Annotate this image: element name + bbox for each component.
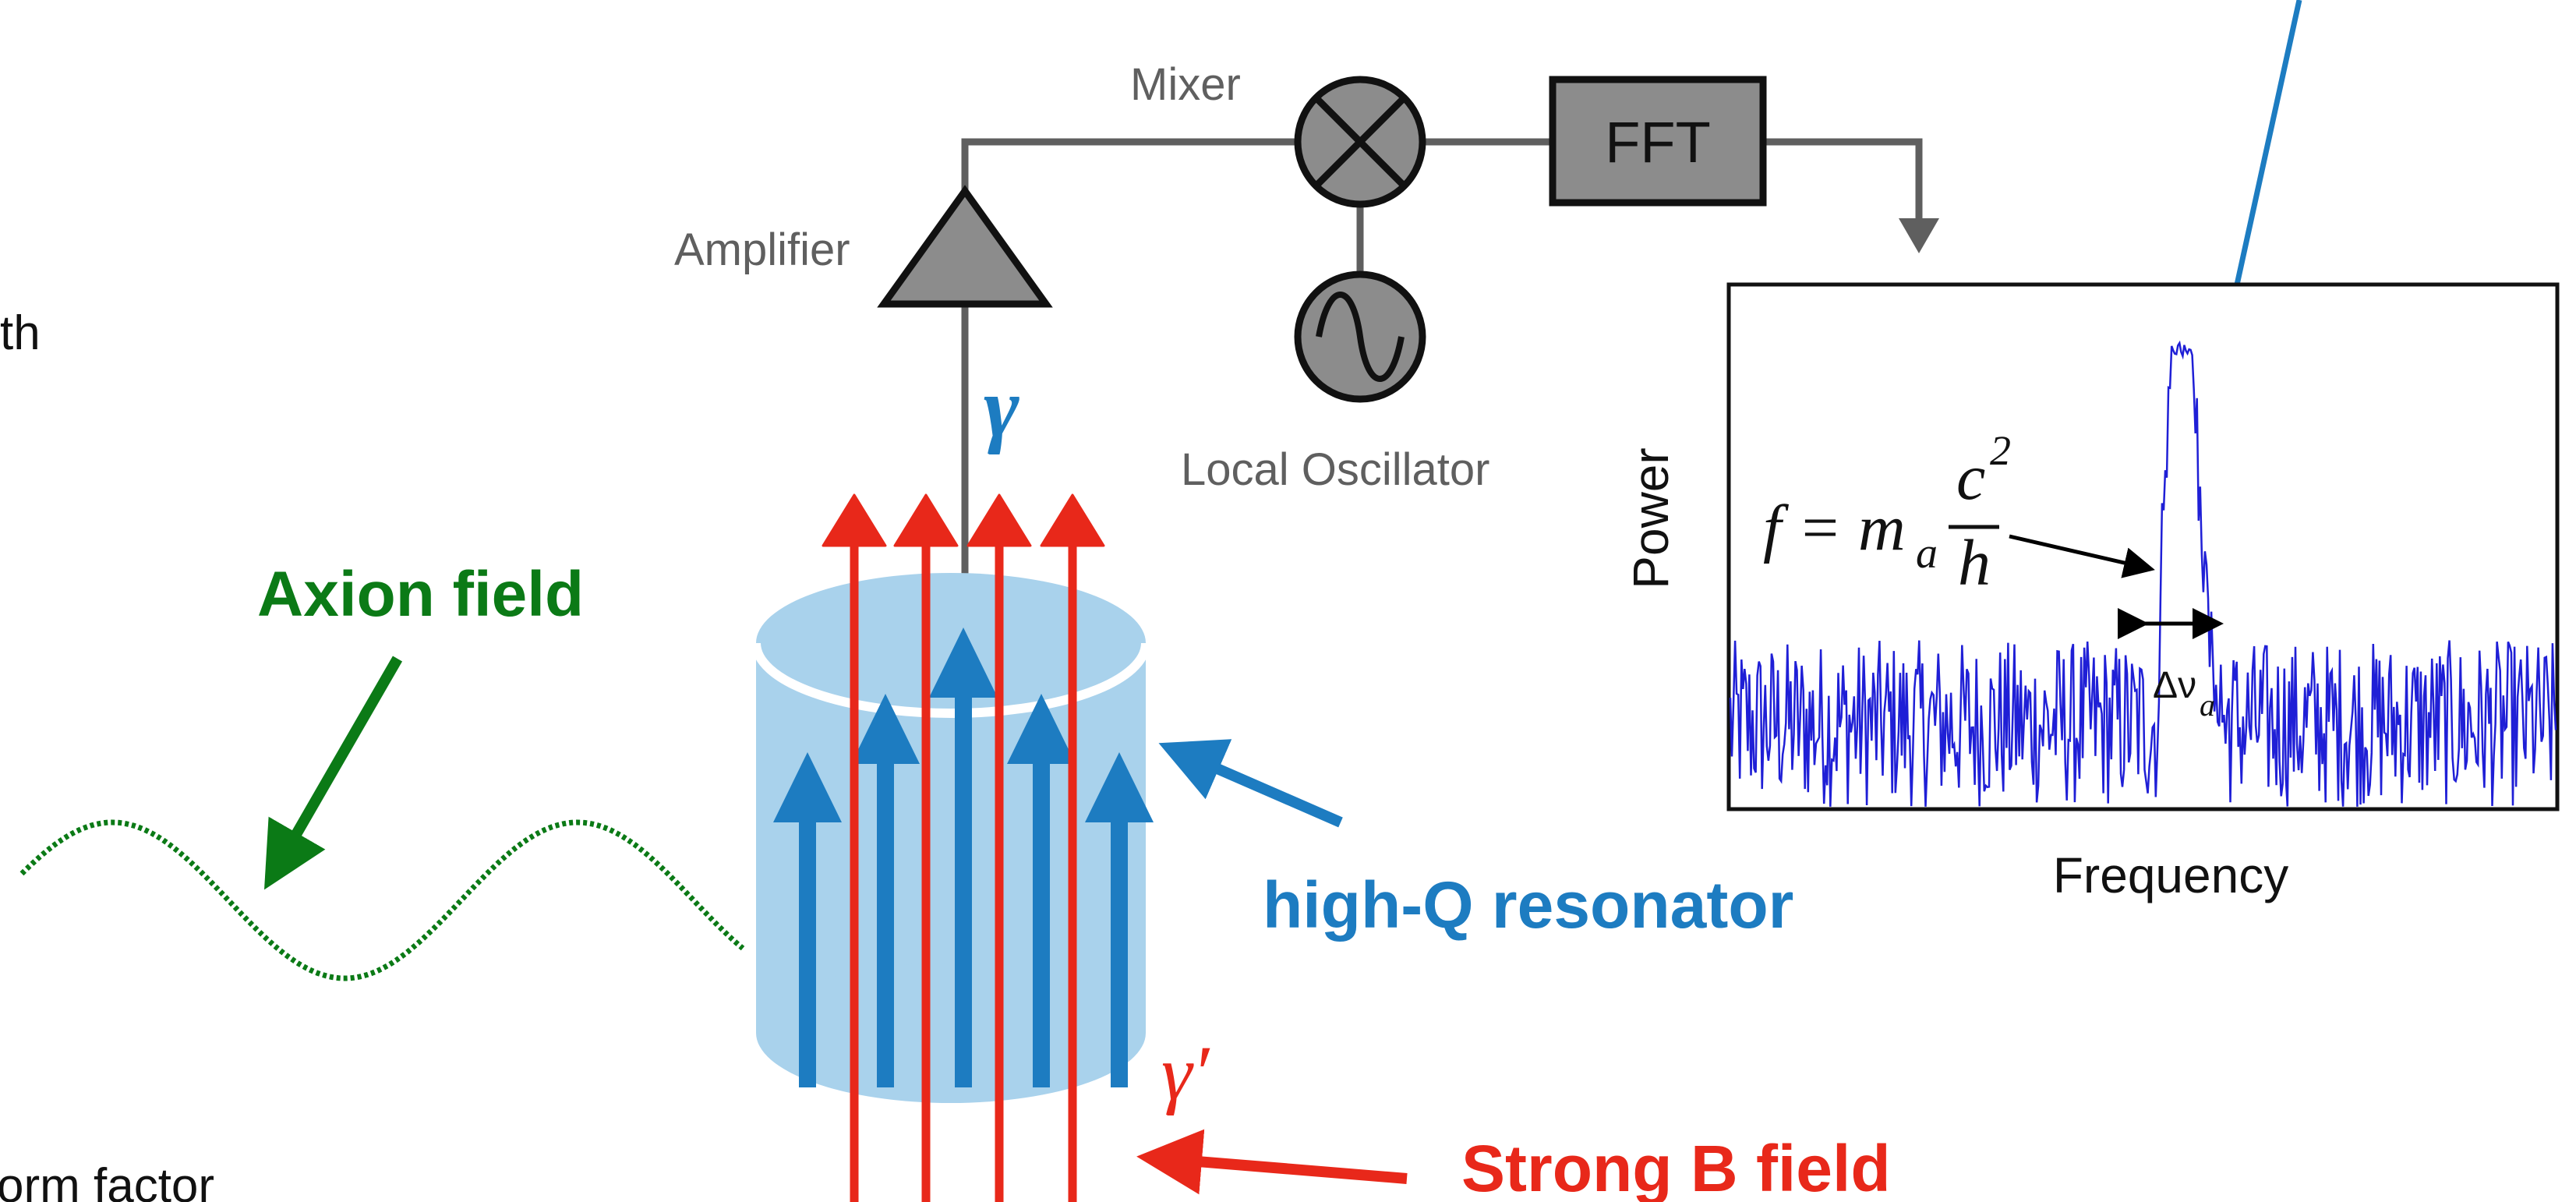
amplifier-label: Amplifier bbox=[674, 224, 850, 275]
fft-label: FFT bbox=[1605, 110, 1711, 175]
spectrum-ylabel: Power bbox=[1623, 447, 1679, 589]
linewidth-symbol: Δν bbox=[2153, 665, 2196, 706]
formula-subscript: a bbox=[1916, 529, 1938, 578]
axion-field-label: Axion field bbox=[257, 559, 584, 630]
local-oscillator-label: Local Oscillator bbox=[1181, 444, 1489, 495]
linewidth-subscript: a bbox=[2200, 688, 2215, 723]
axion-field-arrow bbox=[264, 656, 403, 890]
amplifier-triangle bbox=[877, 185, 1053, 308]
fft-box bbox=[1549, 76, 1767, 207]
mixer-label: Mixer bbox=[1130, 59, 1241, 110]
mixer-symbol bbox=[1294, 76, 1426, 208]
formula-pointer bbox=[2009, 534, 2155, 578]
b-field-arrow bbox=[1136, 1129, 1408, 1195]
spectrum-pointer-line bbox=[2224, 0, 2302, 328]
gamma-prime-symbol: γ′ bbox=[1161, 1030, 1210, 1116]
formula-denominator: h bbox=[1958, 527, 1991, 599]
linewidth-label: Δν a bbox=[2153, 665, 2215, 723]
left-fragment-bottom: orm factor bbox=[0, 1159, 214, 1202]
resonance-formula: f = m a c 2 h bbox=[1763, 427, 2011, 599]
left-fragment-top: th bbox=[0, 306, 41, 360]
gamma-symbol: γ bbox=[984, 360, 1019, 455]
b-field-label: Strong B field bbox=[1461, 1132, 1891, 1202]
spectrum-xlabel: Frequency bbox=[2053, 847, 2288, 903]
spectrum-trace bbox=[1729, 340, 2557, 807]
formula-superscript: 2 bbox=[1990, 427, 2011, 474]
formula-numerator: c bbox=[1956, 441, 1985, 514]
cavity-field-arrows bbox=[773, 628, 1154, 1087]
formula-lhs: f = m bbox=[1763, 492, 1906, 564]
resonator-label: high-Q resonator bbox=[1263, 868, 1793, 942]
local-oscillator-symbol bbox=[1294, 270, 1426, 403]
b-field-lines bbox=[822, 493, 1105, 1202]
signal-out-arrowhead bbox=[1899, 218, 1939, 253]
axion-wave bbox=[19, 819, 745, 981]
resonator-arrow bbox=[1158, 739, 1343, 828]
